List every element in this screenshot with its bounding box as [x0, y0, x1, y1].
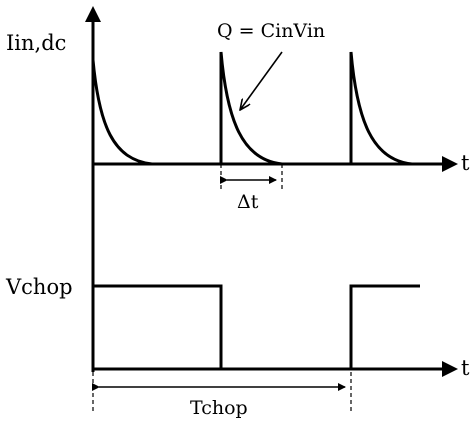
bottom-y-axis-label: Vchop: [5, 275, 73, 299]
current-pulse-1: [91, 59, 153, 166]
chopper-voltage-waveform: [93, 284, 420, 371]
top-y-axis-arrowhead: [85, 6, 101, 22]
delta-t-label: Δt: [237, 191, 259, 213]
top-time-label: t: [461, 151, 470, 175]
bottom-time-label: t: [461, 356, 470, 380]
top-time-axis-arrowhead: [442, 156, 458, 172]
charge-label: Q = CinVin: [217, 20, 325, 42]
current-pulse-3: [349, 51, 413, 166]
top-y-axis-label: Iin,dc: [6, 31, 66, 55]
charge-pointer-arrow: [240, 51, 283, 110]
period-label: Tchop: [190, 397, 248, 419]
current-pulse-2: [219, 51, 283, 166]
bottom-time-axis-arrowhead: [442, 361, 458, 377]
